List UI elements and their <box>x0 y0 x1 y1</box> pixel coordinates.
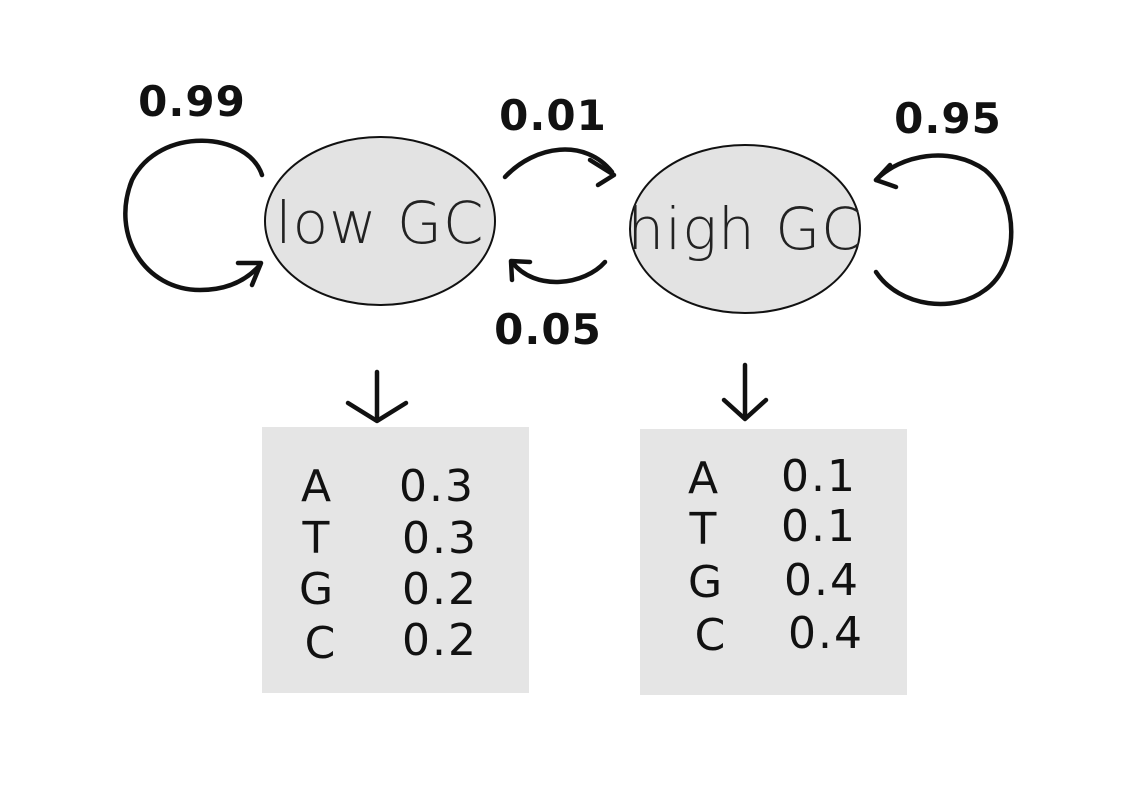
high-self-loop-arrow <box>873 153 1014 307</box>
high-gc-state-label: high GC <box>627 195 862 263</box>
high-emission-arrowhead <box>721 397 769 422</box>
low-self-loop-arrowhead <box>235 260 264 288</box>
high-emission-prob: 0.1 <box>781 451 857 502</box>
low-gc-state-node <box>264 136 496 306</box>
high-gc-emission-table: A 0.1 T 0.1 G 0.4 C 0.4 <box>688 451 864 661</box>
high-emission-prob: 0.4 <box>788 608 864 659</box>
high-to-low-arrowhead <box>508 258 533 283</box>
low-emission-arrowhead <box>345 400 409 424</box>
low-to-high-arrow <box>502 147 615 180</box>
low-gc-state-label: low GC <box>276 189 485 257</box>
high-self-loop-arrowhead <box>873 162 899 190</box>
low-self-transition-prob: 0.99 <box>138 77 246 126</box>
low-emission-prob: 0.2 <box>402 615 478 666</box>
high-gc-emission-box <box>640 429 907 695</box>
high-emission-base: C <box>695 610 728 661</box>
high-to-low-transition-prob: 0.05 <box>494 305 602 354</box>
high-gc-state-node <box>629 144 861 314</box>
high-to-low-arrow <box>509 259 608 285</box>
low-to-high-arrowhead <box>587 157 617 188</box>
high-emission-prob: 0.4 <box>784 555 860 606</box>
high-emission-prob: 0.1 <box>781 501 857 552</box>
low-emission-base: G <box>299 564 335 615</box>
low-emission-prob: 0.3 <box>399 461 475 512</box>
high-emission-base: T <box>689 504 719 555</box>
low-self-loop-arrow <box>123 138 265 293</box>
low-emission-prob: 0.3 <box>402 513 478 564</box>
high-emission-base: A <box>688 453 720 504</box>
low-to-high-transition-prob: 0.01 <box>499 91 607 140</box>
low-emission-base: T <box>302 513 332 564</box>
low-emission-base: C <box>305 618 338 669</box>
low-emission-prob: 0.2 <box>402 564 478 615</box>
low-emission-base: A <box>301 461 333 512</box>
low-gc-emission-table: A 0.3 T 0.3 G 0.2 C 0.2 <box>299 461 478 669</box>
low-gc-emission-box <box>262 427 529 693</box>
high-emission-base: G <box>688 557 724 608</box>
high-self-transition-prob: 0.95 <box>894 94 1002 143</box>
